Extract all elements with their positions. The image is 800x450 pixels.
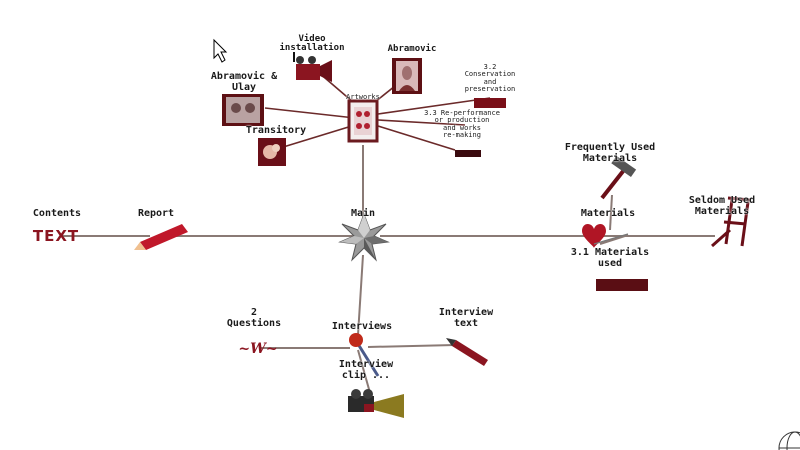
pushpin-icon[interactable]: [349, 333, 380, 377]
main-star-icon[interactable]: [338, 212, 390, 262]
pen-icon[interactable]: [446, 338, 488, 366]
label-conservation[interactable]: 3.2 Conservation and preservation: [464, 63, 516, 94]
materials-used-block-icon[interactable]: [596, 279, 648, 291]
label-artworks[interactable]: Artworks: [346, 93, 380, 101]
connectors: [60, 145, 715, 401]
label-interviews[interactable]: Interviews: [331, 321, 393, 332]
video-camera-icon[interactable]: [293, 52, 332, 82]
label-re-performance[interactable]: 3.3 Re-performance or production and wor…: [424, 109, 500, 140]
line-materials-frequent: [609, 194, 613, 231]
hammer-icon[interactable]: [600, 155, 637, 200]
label-abramovic[interactable]: Abramovic: [387, 44, 437, 54]
text-tag-icon[interactable]: TEXT: [33, 227, 79, 245]
re-performance-block-icon[interactable]: [455, 150, 481, 157]
label-abramovic-ulay[interactable]: Abramovic & Ulay: [210, 71, 278, 93]
label-transitory[interactable]: Transitory: [245, 125, 307, 136]
artworks-card-icon[interactable]: [347, 99, 379, 143]
questions-tag-icon[interactable]: ~W~: [238, 341, 277, 357]
line-materials-used: [599, 234, 629, 245]
label-questions[interactable]: 2 Questions: [226, 307, 282, 329]
label-materials[interactable]: Materials: [580, 208, 636, 219]
pencil-icon[interactable]: [134, 224, 188, 250]
globe-icon[interactable]: [778, 431, 800, 450]
heart-pin-icon[interactable]: [582, 223, 629, 248]
label-frequently-used[interactable]: Frequently Used Materials: [564, 142, 656, 164]
svg-text:~W~: ~W~: [238, 341, 277, 357]
line-main-interviews: [357, 254, 364, 336]
transitory-image-icon[interactable]: [258, 138, 286, 166]
chair-icon[interactable]: [711, 196, 751, 248]
line-interviews-text: [367, 344, 456, 348]
label-materials-used[interactable]: 3.1 Materials used: [570, 247, 650, 269]
interview-camera-icon[interactable]: [348, 389, 404, 418]
label-contents[interactable]: Contents: [32, 208, 82, 219]
mouse-cursor-icon: [213, 38, 228, 63]
label-interview-clip[interactable]: Interview clip ...: [338, 359, 394, 381]
label-interview-text[interactable]: Interview text: [438, 307, 494, 329]
abramovic-portrait-icon[interactable]: [392, 58, 422, 94]
label-main[interactable]: Main: [350, 208, 376, 219]
abramovic-ulay-photo-icon[interactable]: [222, 94, 264, 126]
svg-text:TEXT: TEXT: [33, 227, 79, 245]
label-video-installation[interactable]: Video installation: [279, 34, 345, 54]
conservation-block-icon[interactable]: [474, 98, 506, 108]
label-seldom-used[interactable]: Seldom Used Materials: [688, 195, 756, 217]
label-report[interactable]: Report: [137, 208, 175, 219]
